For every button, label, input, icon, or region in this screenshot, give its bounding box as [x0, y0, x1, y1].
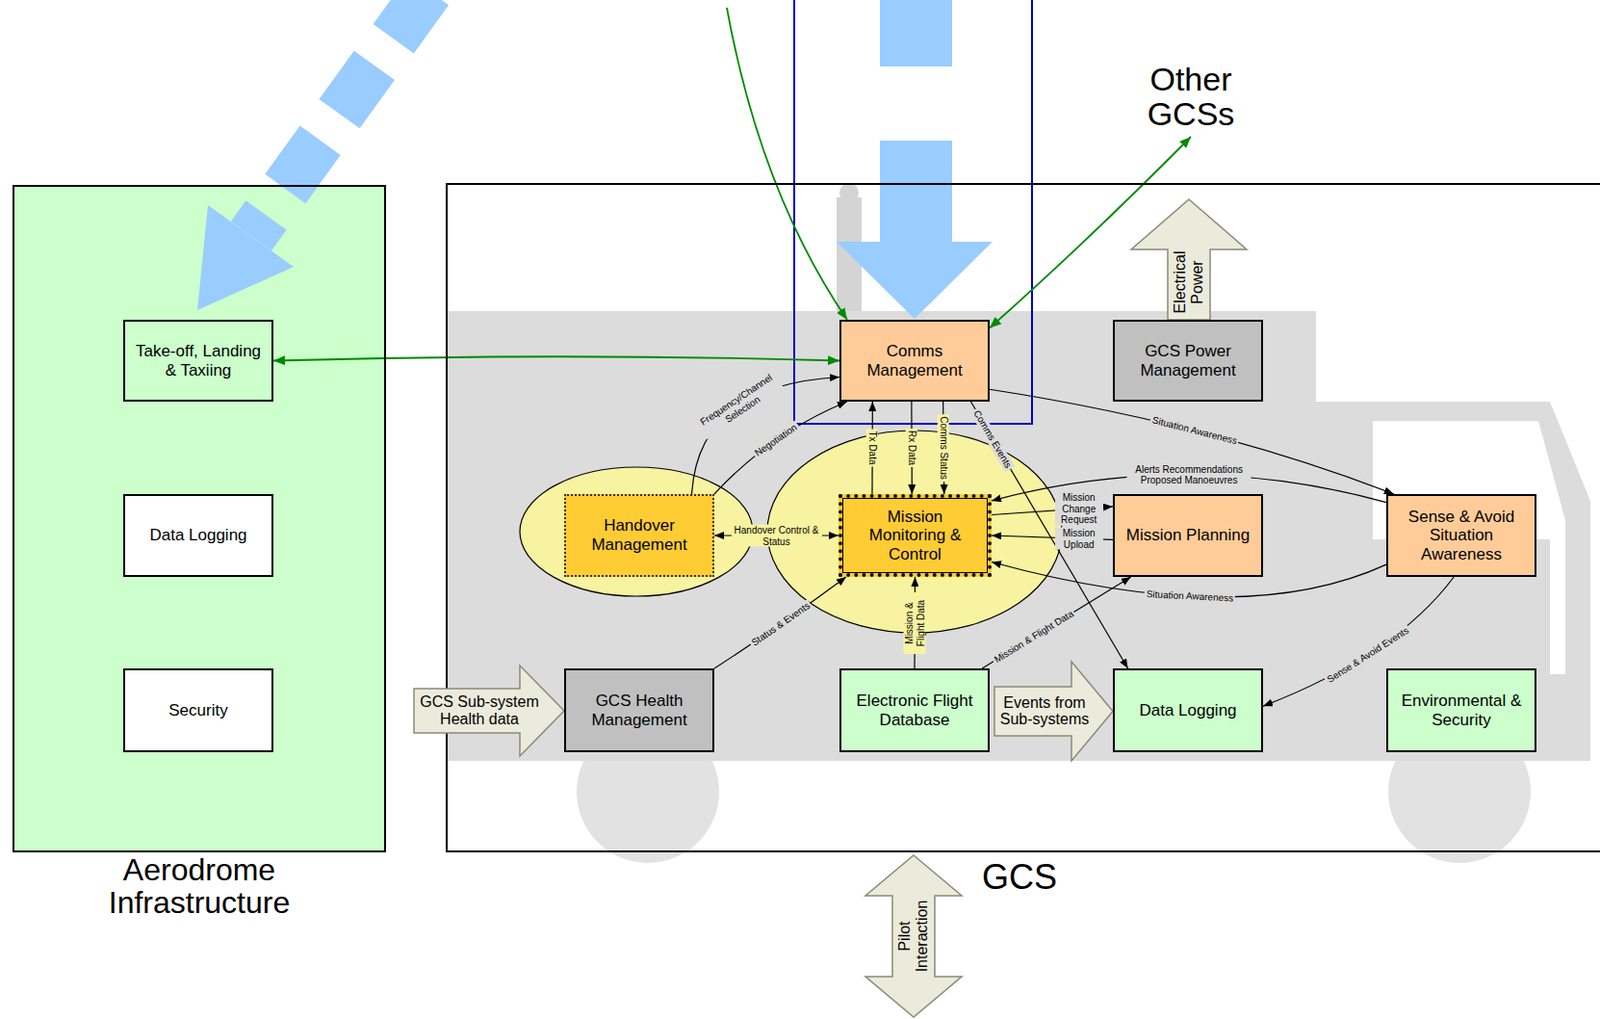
- box-label: GCS Health Management: [571, 691, 707, 729]
- data-flow: [971, 401, 1129, 669]
- edge-label: Mission & Flight Data: [990, 606, 1078, 666]
- comms-link: [726, 7, 848, 320]
- dashed-link-arrow: [251, 0, 429, 236]
- highlight-ellipse: [519, 466, 753, 596]
- function-box: GCS Power Management: [1112, 319, 1264, 402]
- function-box: Environmental & Security: [1386, 668, 1537, 752]
- box-label: Mission Monitoring & Control: [859, 507, 971, 565]
- box-label: Mission Planning: [1126, 525, 1251, 545]
- gcs-region: GCSComms ManagementElectrical PowerGCS P…: [445, 182, 1600, 852]
- function-box: Electronic Flight Database: [839, 668, 990, 752]
- edge-label: Handover Control & Status: [731, 524, 823, 547]
- box-label: Data Logging: [1138, 700, 1237, 721]
- region-fill: [12, 184, 387, 852]
- truck-body: [445, 310, 1317, 761]
- box-label: GCS Power Management: [1120, 341, 1256, 380]
- input-arrow: Events from Sub-systems: [994, 661, 1113, 761]
- arrow-label: Events from Sub-systems: [996, 694, 1093, 728]
- data-flow: [714, 576, 847, 669]
- power-arrow: Electrical Power: [1131, 199, 1247, 320]
- edge-label: Mission Upload: [1055, 527, 1104, 550]
- box-label: Handover Management: [571, 516, 707, 554]
- edge-label: Comms Events: [970, 406, 1015, 472]
- data-flow: [981, 576, 1132, 669]
- edge-label: Rx Data: [905, 428, 918, 467]
- edge-label: Mission & Flight Data: [903, 592, 927, 654]
- control-box: Mission Monitoring & Control: [838, 493, 992, 577]
- box-label: Sense & Avoid Situation Awareness: [1393, 507, 1529, 565]
- function-box: Data Logging: [123, 493, 274, 577]
- arrow-label: Pilot Interaction: [896, 897, 930, 975]
- edge-label: Negotiation: [750, 420, 800, 461]
- box-label: Environmental & Security: [1393, 691, 1529, 729]
- box-label: Comms Management: [847, 341, 982, 380]
- infrastructure-region: Aerodrome InfrastructureTake-off, Landin…: [12, 184, 387, 852]
- function-box: Take-off, Landing & Taxiing: [123, 319, 274, 402]
- dashed-link-arrow: [879, 140, 953, 245]
- edge-label: Situation Awareness: [1143, 588, 1236, 604]
- block-arrow: [413, 665, 565, 756]
- edge-label: Situation Awareness: [1149, 413, 1240, 447]
- function-box: Data Logging: [1112, 668, 1264, 752]
- box-label: Take-off, Landing & Taxiing: [130, 341, 266, 380]
- box-label: Security: [168, 700, 228, 721]
- function-box: Security: [123, 668, 274, 752]
- region-title: Aerodrome Infrastructure: [88, 853, 310, 919]
- input-arrow: GCS Sub-system Health data: [413, 665, 565, 756]
- edge-label: Mission Change Request: [1055, 491, 1104, 526]
- edge-label: Sense & Avoid Events: [1322, 622, 1412, 686]
- box-label: Electronic Flight Database: [847, 691, 982, 729]
- external-system: Other GCSs: [1128, 57, 1254, 137]
- dashed-link-arrow: [836, 241, 993, 319]
- function-box: Comms Management: [839, 319, 990, 402]
- edge-label: Frequency/Channel Selection: [695, 369, 785, 439]
- block-arrow: [865, 854, 962, 1017]
- handover-box: Handover Management: [564, 493, 715, 577]
- dashed-link-arrow: [879, 0, 953, 67]
- interaction-arrow: Pilot Interaction: [865, 854, 962, 1017]
- truck-cab: [1316, 401, 1591, 761]
- function-box: GCS Health Management: [564, 668, 715, 752]
- function-box: Mission Planning: [1112, 493, 1264, 577]
- system-label: Other GCSs: [1128, 62, 1254, 131]
- edge-label: Tx Data: [866, 428, 878, 466]
- data-flow: [989, 388, 1394, 494]
- edge-label: Comms Status: [937, 413, 950, 482]
- block-arrow: [1131, 199, 1247, 320]
- dashed-link-arrow: [197, 205, 294, 310]
- function-box: Sense & Avoid Situation Awareness: [1386, 493, 1537, 577]
- block-arrow: [994, 661, 1113, 761]
- edge-label: Alerts Recommendations Proposed Manoeuvr…: [1127, 463, 1252, 486]
- comms-link: [273, 356, 840, 361]
- arrow-label: GCS Sub-system Health data: [417, 693, 542, 727]
- arrow-label: Electrical Power: [1171, 243, 1206, 321]
- box-label: Data Logging: [149, 525, 247, 545]
- truck-antenna: [839, 182, 859, 203]
- region-title: GCS: [981, 857, 1058, 897]
- edge-label: Status & Events: [748, 597, 814, 648]
